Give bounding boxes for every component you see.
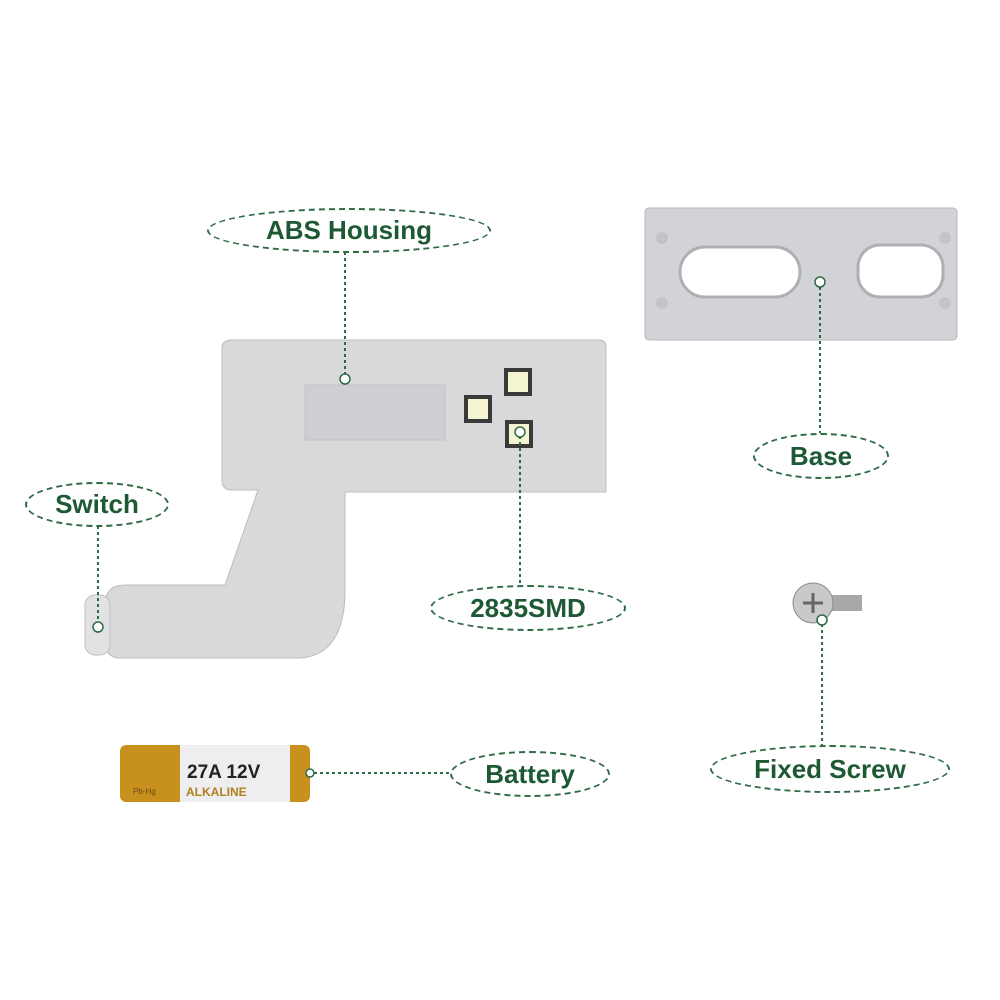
label-abs-housing: ABS Housing [207, 208, 491, 253]
anchor-dots [92, 276, 828, 778]
label-base: Base [753, 433, 889, 479]
label-fixed-screw: Fixed Screw [710, 745, 950, 793]
battery: 27A 12V ALKALINE Pb-Hg [120, 745, 310, 802]
screw [792, 582, 862, 624]
label-2835smd: 2835SMD [430, 585, 626, 631]
label-battery: Battery [450, 751, 610, 797]
base-plate [644, 207, 958, 341]
hinge-light-housing [84, 339, 607, 659]
leader-lines [97, 252, 823, 774]
battery-type-text: ALKALINE [186, 785, 247, 799]
battery-model-text: 27A 12V [187, 762, 261, 783]
label-switch: Switch [25, 482, 169, 527]
battery-mark-text: Pb-Hg [133, 787, 156, 796]
